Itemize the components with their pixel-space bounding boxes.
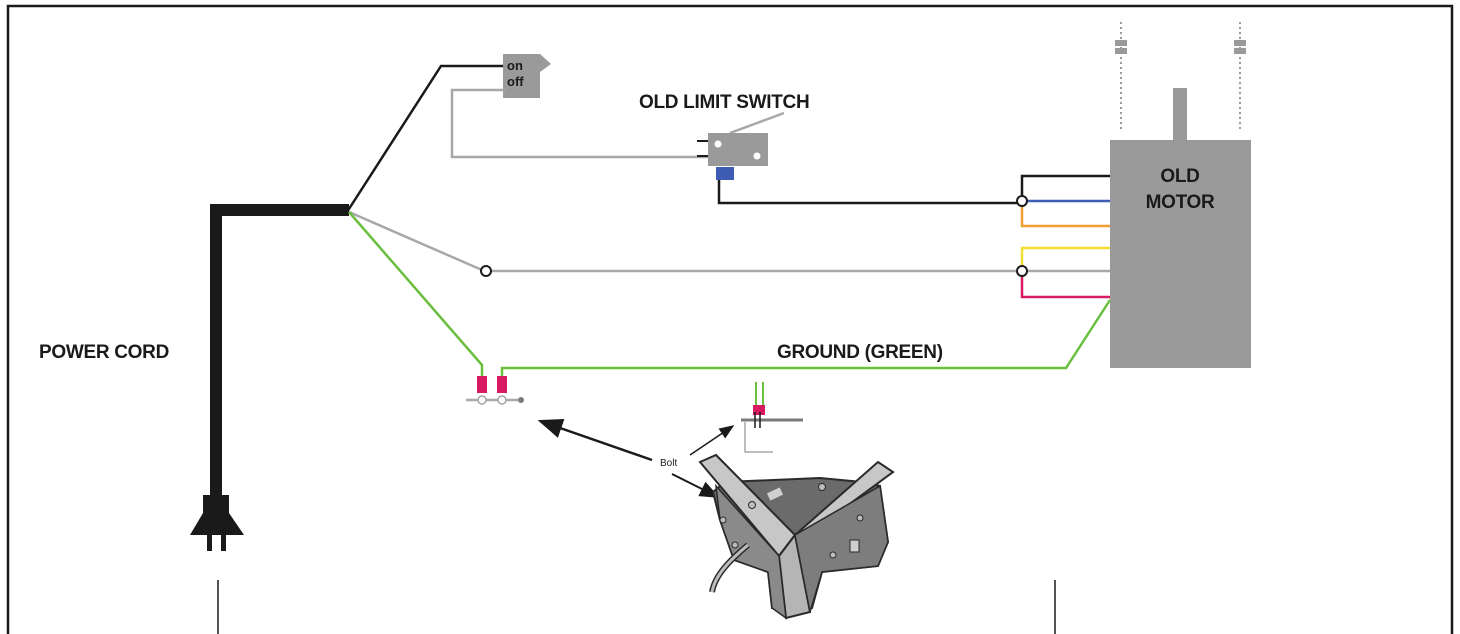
bolt-label: Bolt <box>660 458 677 469</box>
power-cord-label: POWER CORD <box>39 342 169 363</box>
diagram-frame <box>6 4 1454 634</box>
motor-wire-orange <box>1020 201 1110 228</box>
old-limit-switch-label: OLD LIMIT SWITCH <box>639 92 809 113</box>
lower-junction <box>1016 265 1028 277</box>
old-motor-label-line1: OLD <box>1160 166 1199 187</box>
bolt-arrow-to-bracket <box>671 473 720 498</box>
on-off-switch: on off <box>503 54 551 98</box>
motor-wire-yellow <box>1020 246 1110 271</box>
old-motor-label-line2: MOTOR <box>1146 192 1215 213</box>
neutral-connector <box>480 265 492 277</box>
power-plug-icon <box>190 495 244 551</box>
gray-wire-neutral-a <box>348 210 483 272</box>
ground-label: GROUND (GREEN) <box>777 342 943 363</box>
limit-switch-blue-terminal <box>716 167 734 180</box>
bolt-detail <box>741 382 803 453</box>
green-wire-motor-to-ground <box>500 299 1112 378</box>
old-motor: OLD MOTOR <box>1110 22 1251 368</box>
black-wire-to-switch <box>345 64 505 213</box>
gray-wire-switch-to-limit <box>450 88 712 159</box>
bolt-arrow-to-ground <box>537 418 653 462</box>
ground-bolt <box>466 376 524 405</box>
black-wire-limit-to-motor <box>717 180 1020 205</box>
green-wire-cord-to-ground <box>348 211 484 378</box>
upper-junction <box>1016 195 1028 207</box>
bolt-arrow-to-detail <box>689 425 735 456</box>
motor-wire-black <box>1020 174 1110 201</box>
old-limit-switch <box>697 111 785 180</box>
motor-wire-red <box>1020 271 1110 299</box>
switch-on-label: on <box>507 58 523 73</box>
power-cord <box>190 204 349 551</box>
switch-off-label: off <box>507 74 524 89</box>
corner-bracket-illustration <box>698 453 895 620</box>
